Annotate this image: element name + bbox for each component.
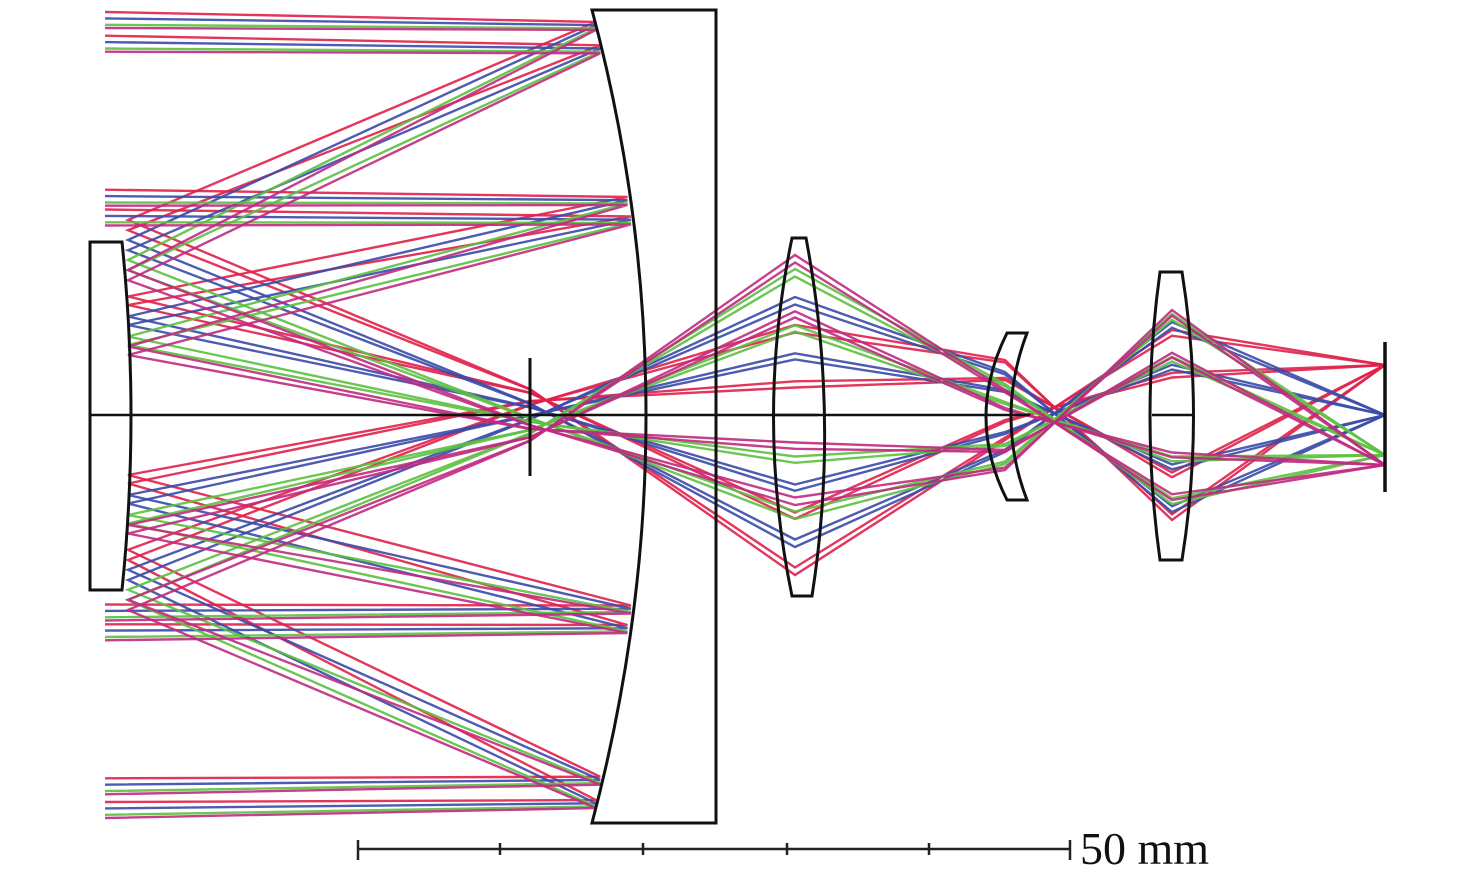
ray-path — [104, 223, 1386, 467]
secondary-mirror — [88, 240, 133, 592]
ray-path — [104, 363, 1386, 627]
primary-mirror — [590, 8, 718, 825]
ray-path — [104, 26, 1386, 507]
ray-path — [104, 352, 1386, 632]
ray-path — [104, 316, 1386, 622]
ray-path — [104, 261, 1386, 796]
ray-path — [104, 208, 1386, 514]
ray-path — [104, 253, 1386, 820]
lens-1 — [772, 236, 827, 598]
ray-path — [104, 34, 1386, 569]
lens-3 — [1148, 270, 1195, 562]
lens-2 — [984, 331, 1030, 502]
ray-path — [104, 40, 1386, 541]
scale-bar — [356, 840, 1072, 860]
ray-path — [104, 275, 1386, 793]
ray-path — [104, 330, 1386, 619]
scale-bar-label: 50 mm — [1080, 823, 1209, 874]
ray-path — [104, 203, 1386, 467]
ray-path — [104, 295, 1386, 810]
ray-path — [104, 23, 1386, 521]
ray-bundles — [104, 10, 1386, 820]
ray-path — [104, 323, 1386, 804]
ray-path — [104, 50, 1386, 499]
ray-path — [104, 214, 1386, 486]
ray-path — [104, 309, 1386, 642]
